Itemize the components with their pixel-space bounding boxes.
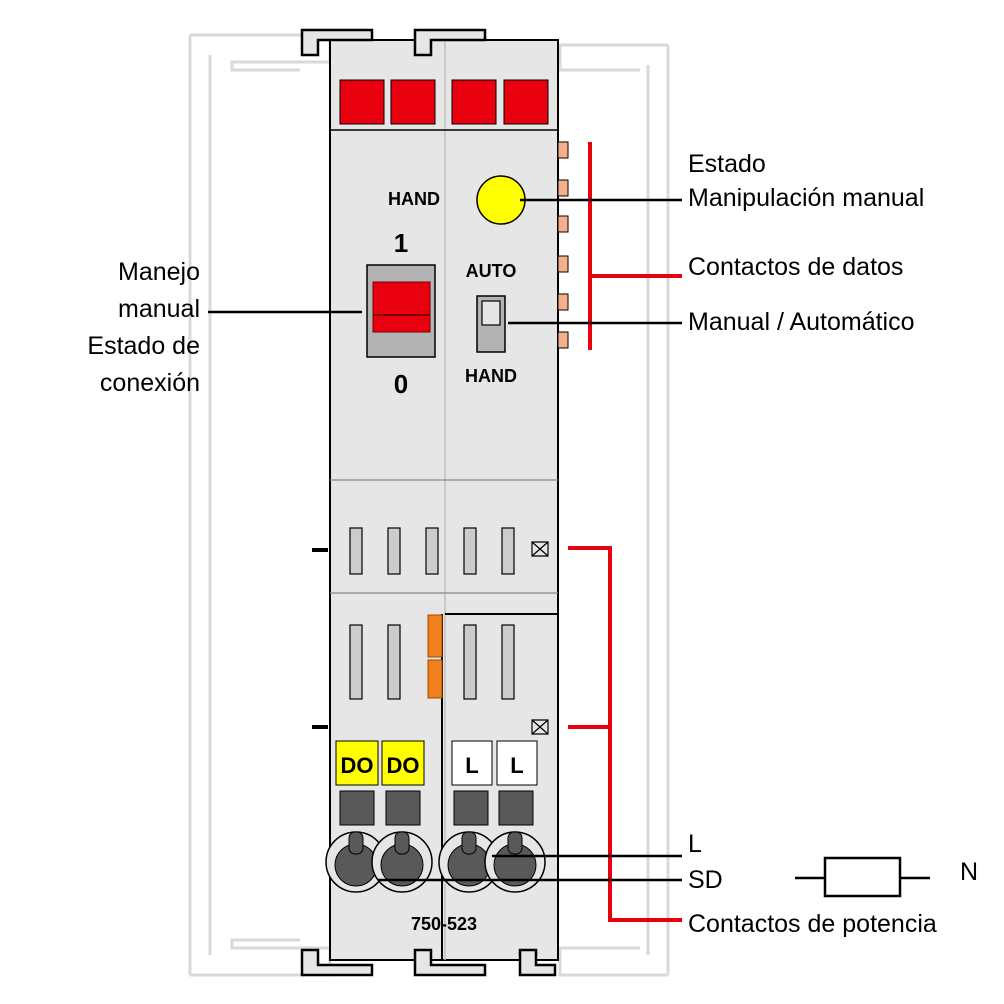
terminal-label: L [465,753,478,778]
screw-clamp-icon [438,831,500,893]
top-clips [300,28,557,977]
screw-clamp-icon [371,831,433,893]
power-contacts-label: Contactos de potencia [688,910,937,938]
terminal-label: DO [341,753,374,778]
status-led-row [339,79,549,125]
orange-jumper [427,614,443,699]
l-label: L [688,830,702,858]
slide-switch-icon[interactable] [476,295,506,353]
data-contacts-bracket [588,142,682,350]
terminal-label: DO [387,753,420,778]
n-label: N [960,858,978,886]
status-manual-label-2: Manipulación manual [688,184,924,212]
hand-status-led-icon [476,175,526,225]
part-number: 750-523 [411,914,477,934]
terminal-label: L [510,753,523,778]
status-led-icon [390,79,436,125]
release-buttons[interactable] [339,790,534,826]
side-markers [312,548,328,729]
power-contact-blades [531,541,549,735]
hand-top-label: HAND [388,189,440,209]
resistor-symbol-icon [795,856,930,898]
lower-slots [349,624,515,700]
status-led-icon [503,79,549,125]
manual-handling-label-4: conexión [100,369,200,397]
status-led-icon [339,79,385,125]
switch-off-label: 0 [394,369,408,399]
status-led-icon [451,79,497,125]
manual-handling-label-3: Estado de [87,332,200,360]
screw-clamp-icon [484,831,546,893]
switch-on-label: 1 [394,228,408,258]
status-manual-label-1: Estado [688,150,766,178]
screw-clamps[interactable] [325,831,546,893]
upper-slots [349,527,515,575]
terminal-labels: DO DO L L [335,740,538,786]
power-contacts-bracket [568,546,682,922]
manual-handling-label-2: manual [118,295,200,323]
sd-label: SD [688,866,723,894]
switch-lever-icon[interactable] [366,264,436,358]
leader-lines [208,198,682,882]
auto-label: AUTO [466,261,517,281]
data-contacts [557,141,569,349]
data-contacts-label: Contactos de datos [688,253,903,281]
manual-handling-label-1: Manejo [118,258,200,286]
hand-bottom-label: HAND [465,366,517,386]
manual-auto-label: Manual / Automático [688,308,915,336]
